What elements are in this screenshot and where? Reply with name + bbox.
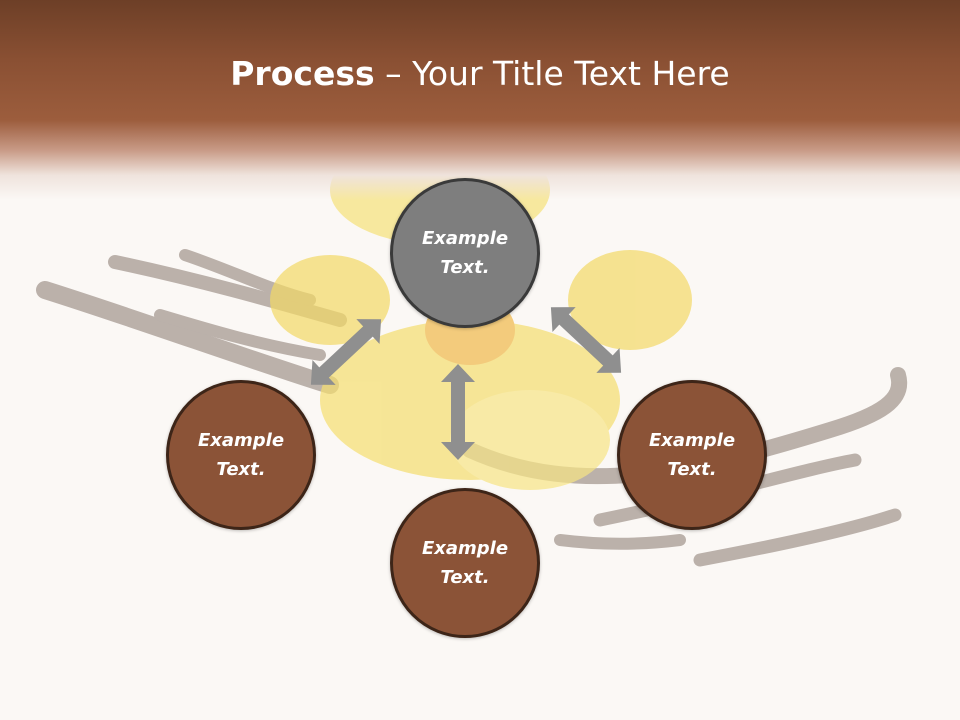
slide-title: Process – Your Title Text Here	[0, 52, 960, 96]
node-bottom-line2: Text.	[440, 567, 490, 588]
process-node-right: Example Text.	[617, 380, 767, 530]
node-left-line2: Text.	[216, 459, 266, 480]
title-bold: Process	[230, 54, 375, 93]
node-right-line1: Example	[648, 430, 736, 451]
arrow-icon-right	[550, 307, 622, 373]
title-rest: – Your Title Text Here	[374, 54, 730, 93]
node-center-line2: Text.	[440, 257, 490, 278]
node-center-line1: Example	[421, 228, 509, 249]
process-node-bottom: Example Text.	[390, 488, 540, 638]
node-bottom-line1: Example	[421, 538, 509, 559]
arrow-icon-left	[310, 319, 382, 385]
header-band	[0, 0, 960, 200]
arrow-icon-bottom	[441, 364, 475, 460]
process-node-left: Example Text.	[166, 380, 316, 530]
node-right-line2: Text.	[667, 459, 717, 480]
node-left-line1: Example	[197, 430, 285, 451]
process-node-center: Example Text.	[390, 178, 540, 328]
